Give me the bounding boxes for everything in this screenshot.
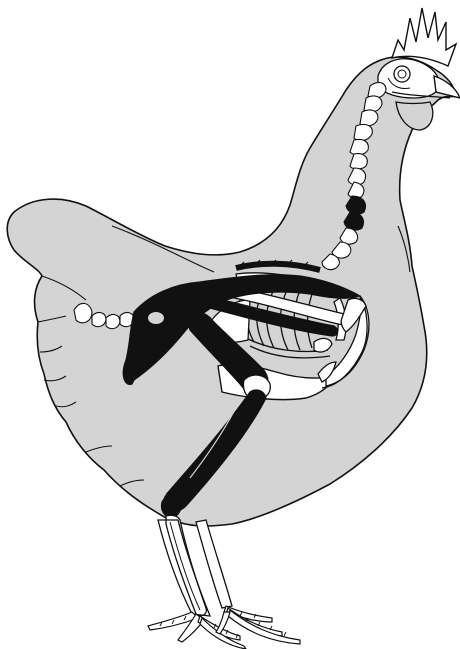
caudal-vertebra [106, 315, 120, 329]
pelvis-fenestra [148, 312, 164, 324]
cervical-vertebra [360, 110, 378, 126]
pygostyle [74, 303, 92, 322]
cervical-vertebra [364, 96, 382, 112]
caudal-vertebra [92, 313, 106, 327]
